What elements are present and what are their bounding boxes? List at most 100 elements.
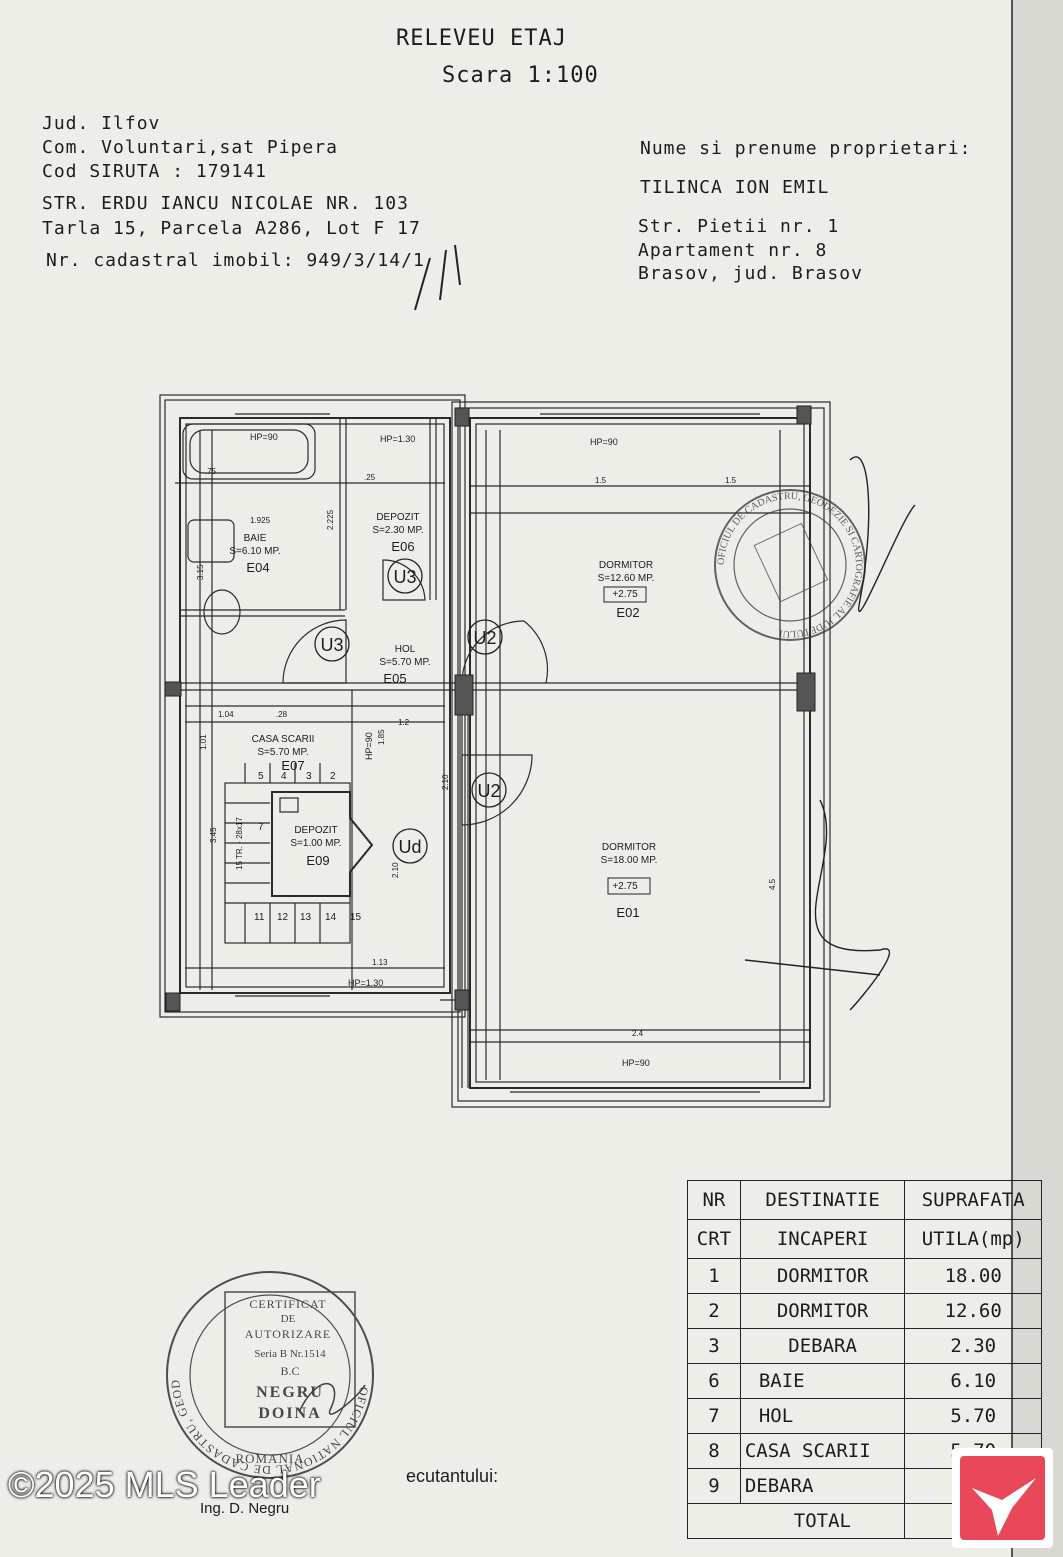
room-e06-area: S=2.30 MP. xyxy=(372,525,423,536)
row-area: 12.60 xyxy=(904,1293,1042,1329)
document-scale: Scara 1:100 xyxy=(442,63,599,88)
room-e07-area: S=5.70 MP. xyxy=(257,747,308,758)
row-nr: 9 xyxy=(687,1468,741,1504)
stair-number: 7 xyxy=(258,822,264,833)
stamp-left-bottom: ROMANIA xyxy=(235,1451,304,1466)
owner-name: TILINCA ION EMIL xyxy=(640,177,830,198)
row-nr: 3 xyxy=(687,1328,741,1364)
dim-label: 1.5 xyxy=(595,476,607,485)
dim-label: 2.10 xyxy=(441,774,450,790)
stair-number: 2 xyxy=(330,771,336,782)
door-marker: U3 xyxy=(320,635,343,655)
room-e02-code: E02 xyxy=(616,605,639,620)
dim-label: 2.4 xyxy=(632,1029,644,1038)
row-dest: CASA SCARII xyxy=(739,1433,906,1469)
row-nr: 6 xyxy=(687,1363,741,1399)
row-dest: DORMITOR xyxy=(739,1293,906,1329)
signature-name: Ing. D. Negru xyxy=(200,1500,290,1517)
room-e02-name: DORMITOR xyxy=(599,560,653,571)
dim-label: 1.2 xyxy=(398,718,410,727)
row-area: 18.00 xyxy=(904,1258,1042,1294)
dim-label: 2.225 xyxy=(326,509,335,530)
watermark: ©2025 MLS Leader xyxy=(8,1464,321,1505)
total-label: TOTAL xyxy=(740,1503,906,1539)
row-nr: 7 xyxy=(687,1398,741,1434)
hp-label: HP=90 xyxy=(622,1058,650,1068)
room-e05-name: HOL xyxy=(395,644,416,655)
room-e01-area: S=18.00 MP. xyxy=(601,855,658,866)
hp-label: HP=90 xyxy=(364,732,374,760)
row-dest: DEBARA xyxy=(739,1328,906,1364)
owner-city: Brasov, jud. Brasov xyxy=(638,263,863,284)
hp-label: HP=90 xyxy=(590,437,618,447)
dim-label: 1.01 xyxy=(199,734,208,750)
stair-label: 15 TR. - 28x17 xyxy=(235,817,244,870)
stamp-left-line6: NEGRU xyxy=(256,1384,324,1401)
location-county: Jud. Ilfov xyxy=(42,113,161,134)
location-parcel: Tarla 15, Parcela A286, Lot F 17 xyxy=(42,218,421,239)
room-e04-code: E04 xyxy=(246,560,269,575)
stair-number: 3 xyxy=(306,771,312,782)
stair-number: 11 xyxy=(254,912,265,923)
location-street: STR. ERDU IANCU NICOLAE NR. 103 xyxy=(42,193,409,214)
location-cadastral: Nr. cadastral imobil: 949/3/14/1 xyxy=(46,250,425,271)
dim-label: 1.13 xyxy=(372,958,388,967)
room-e07-name: CASA SCARII xyxy=(252,734,315,745)
room-e01-name: DORMITOR xyxy=(602,842,656,853)
dim-label: 3.45 xyxy=(209,827,218,843)
row-area: 5.70 xyxy=(904,1398,1042,1434)
table-header: SUPRAFATA xyxy=(904,1180,1042,1220)
stair-number: 4 xyxy=(281,771,287,782)
room-e09-area: S=1.00 MP. xyxy=(290,838,341,849)
door-marker: U2 xyxy=(477,781,500,801)
room-e04-name: BAIE xyxy=(244,533,267,544)
row-nr: 2 xyxy=(687,1293,741,1329)
location-commune: Com. Voluntari,sat Pipera xyxy=(42,137,338,158)
room-e02-level: +2.75 xyxy=(612,589,638,600)
row-nr: 8 xyxy=(687,1433,741,1469)
row-dest: HOL xyxy=(739,1398,906,1434)
location-siruta: Cod SIRUTA : 179141 xyxy=(42,161,267,182)
dim-label: .75 xyxy=(205,467,217,476)
dim-label: 1.925 xyxy=(250,516,271,525)
stamp-left-line4: Seria B Nr.1514 xyxy=(254,1348,326,1360)
room-e06-code: E06 xyxy=(391,539,414,554)
room-e01-level: +2.75 xyxy=(612,881,638,892)
stamp-left-line2: DE xyxy=(281,1313,296,1325)
table-header: CRT xyxy=(687,1219,741,1259)
hp-label: HP=90 xyxy=(250,432,278,442)
signature-caption: ecutantului: xyxy=(406,1466,499,1486)
door-marker: U3 xyxy=(393,567,416,587)
stamp-left-line1: CERTIFICAT xyxy=(249,1297,326,1311)
door-marker: U2 xyxy=(473,628,496,648)
stair-number: 5 xyxy=(258,771,264,782)
table-header: INCAPERI xyxy=(739,1219,906,1259)
plan-right-frame xyxy=(451,401,831,1108)
hp-label: HP=1.30 xyxy=(380,434,415,444)
room-e02-area: S=12.60 MP. xyxy=(598,573,655,584)
row-nr: 1 xyxy=(687,1258,741,1294)
room-e04-area: S=6.10 MP. xyxy=(229,546,280,557)
signature-stroke xyxy=(414,257,431,311)
dim-label: .25 xyxy=(364,473,376,482)
row-dest: DORMITOR xyxy=(739,1258,906,1294)
room-e06-name: DEPOZIT xyxy=(376,512,419,523)
dim-label: 1.5 xyxy=(725,476,737,485)
door-marker: Ud xyxy=(398,837,421,857)
dim-label: 1.85 xyxy=(377,729,386,745)
stamp-left-line3: AUTORIZARE xyxy=(245,1327,331,1341)
room-e05-area: S=5.70 MP. xyxy=(379,657,430,668)
dim-label: 2.10 xyxy=(391,862,400,878)
owner-street: Str. Pietii nr. 1 xyxy=(638,216,840,237)
row-dest: DEBARA xyxy=(739,1468,906,1504)
row-area: 2.30 xyxy=(904,1328,1042,1364)
owner-label: Nume si prenume proprietari: xyxy=(640,138,972,159)
dim-label: .28 xyxy=(276,710,288,719)
dim-label: 1.04 xyxy=(218,710,234,719)
